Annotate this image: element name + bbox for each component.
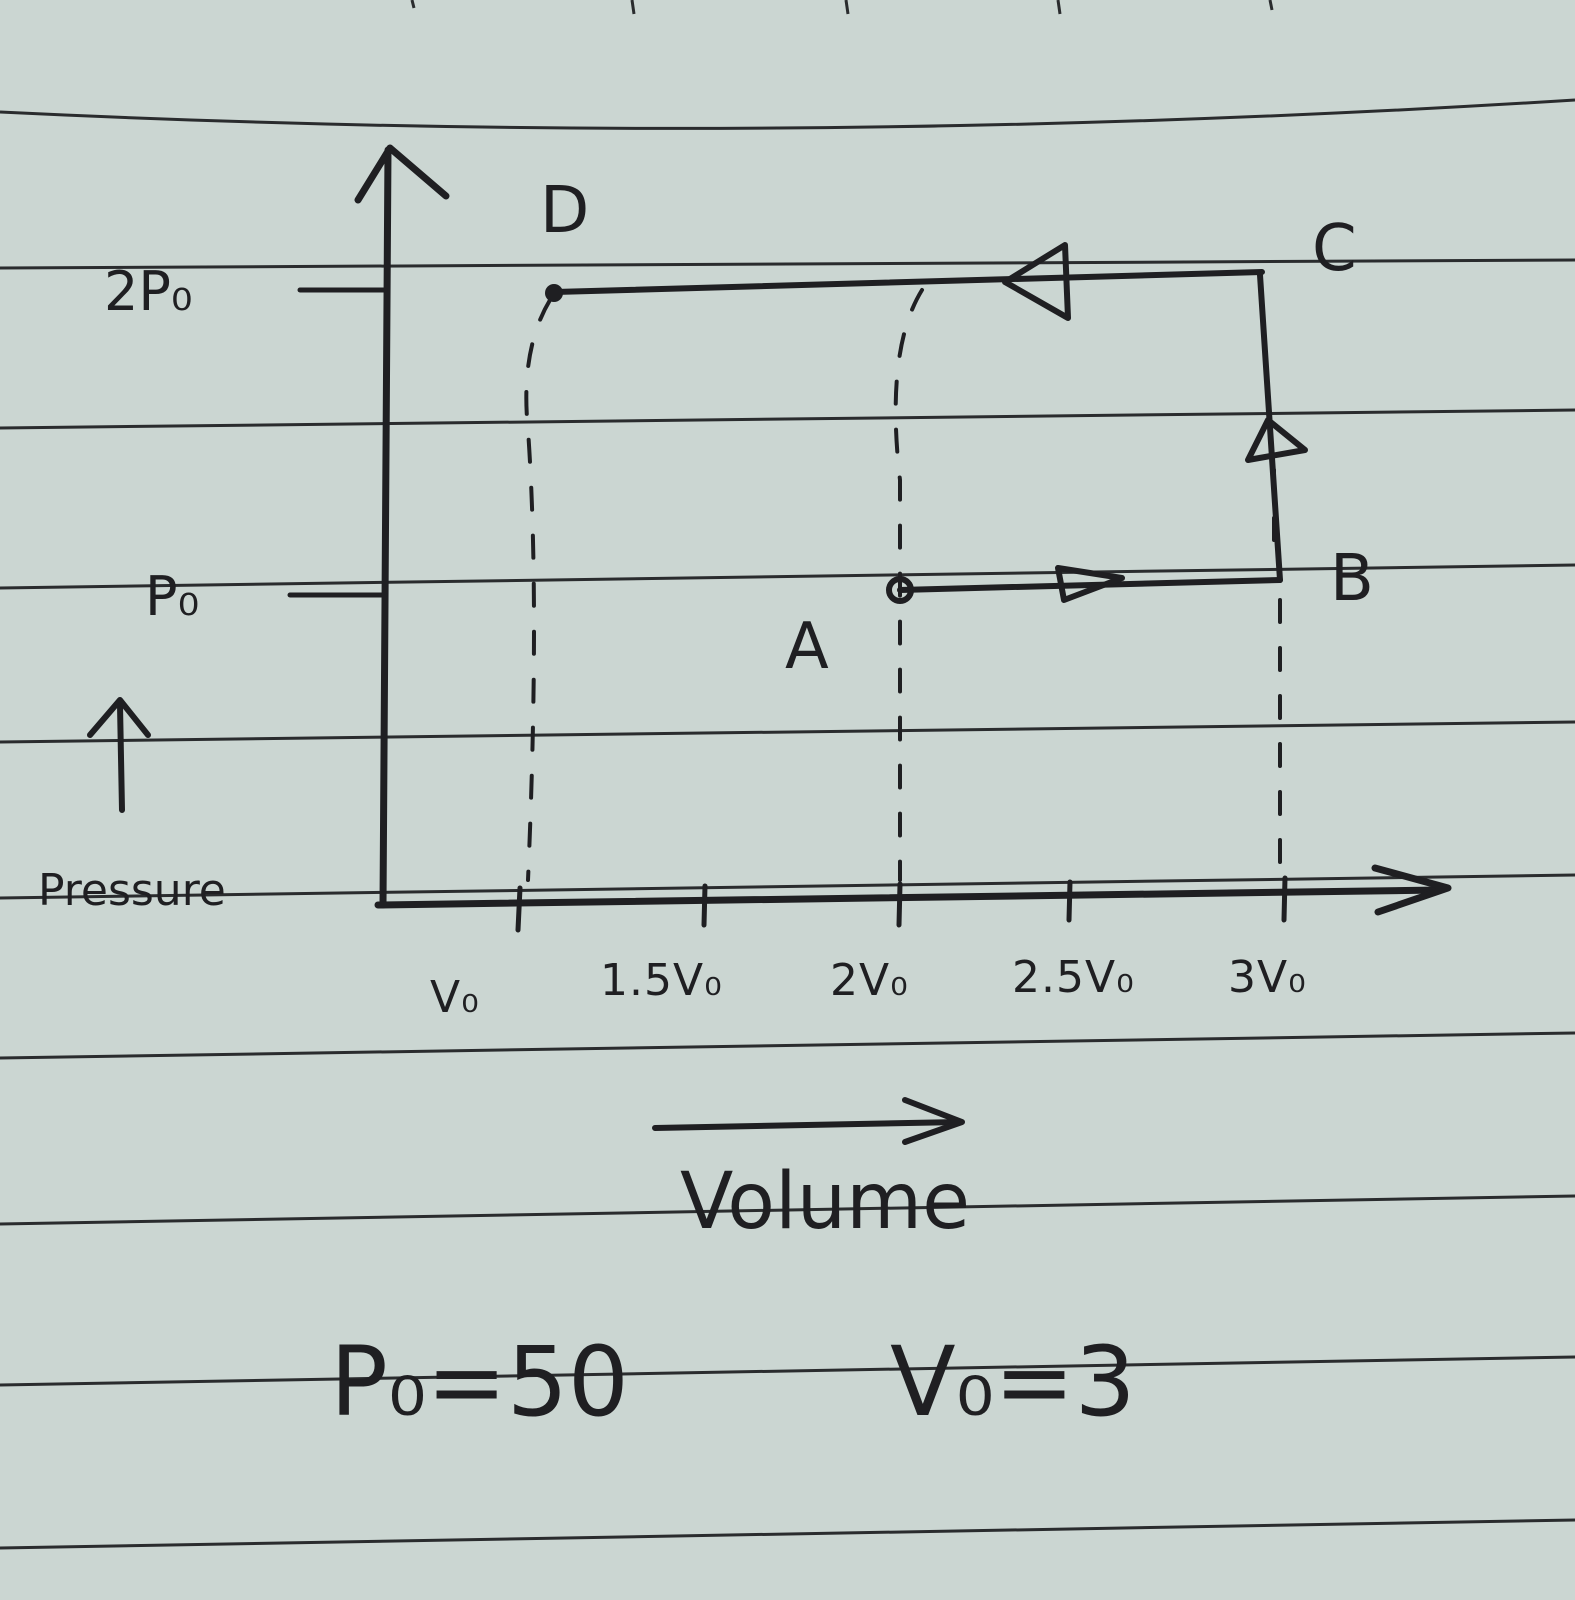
y-tick-label-2p0: 2P₀ bbox=[104, 260, 193, 323]
x-tick-1-5v0 bbox=[701, 883, 708, 928]
pressure-direction-arrow bbox=[87, 697, 151, 813]
point-label-a: A bbox=[785, 610, 829, 684]
arrow-b-to-c bbox=[1245, 417, 1308, 463]
arrow-a-to-b bbox=[1055, 565, 1125, 603]
process-c-to-d bbox=[552, 269, 1265, 295]
ruled-line bbox=[0, 1031, 1575, 1060]
process-a-to-b bbox=[897, 577, 1283, 593]
given-p0: P₀=50 bbox=[330, 1326, 629, 1438]
y-tick-label-p0: P₀ bbox=[145, 565, 199, 628]
volume-axis-arrowhead bbox=[1371, 864, 1452, 916]
x-tick-label-2-5v0: 2.5V₀ bbox=[1012, 952, 1135, 1003]
x-tick-label-1-5v0: 1.5V₀ bbox=[600, 955, 723, 1006]
arrow-c-to-d bbox=[1002, 242, 1071, 321]
ruled-line bbox=[0, 720, 1575, 744]
volume-axis-label: Volume bbox=[680, 1157, 970, 1247]
point-a-dot bbox=[886, 576, 914, 604]
volume-direction-arrow bbox=[652, 1097, 965, 1145]
x-tick-2-5v0 bbox=[1066, 879, 1073, 923]
ruled-line bbox=[0, 98, 1575, 130]
pressure-axis-arrowhead bbox=[354, 144, 450, 204]
ruled-line bbox=[0, 1194, 1575, 1226]
point-label-c: C bbox=[1312, 212, 1357, 286]
x-tick-2v0 bbox=[896, 881, 903, 928]
pressure-axis-label: Pressure bbox=[38, 865, 226, 916]
dashed-guide-v0 bbox=[524, 298, 552, 882]
ruled-line bbox=[0, 563, 1575, 590]
dashed-guide-2v0 bbox=[893, 288, 924, 882]
ruled-line bbox=[0, 408, 1575, 430]
ruled-line bbox=[0, 258, 1575, 270]
pressure-axis bbox=[379, 146, 392, 909]
x-tick-3v0 bbox=[1281, 875, 1288, 923]
x-tick-label-2v0: 2V₀ bbox=[830, 955, 909, 1006]
ruled-line bbox=[0, 873, 1575, 900]
point-label-d: D bbox=[540, 174, 589, 248]
x-tick-label-v0: V₀ bbox=[430, 972, 480, 1023]
ruled-line bbox=[0, 1355, 1575, 1387]
point-label-b: B bbox=[1330, 542, 1374, 616]
x-tick-label-3v0: 3V₀ bbox=[1228, 952, 1307, 1003]
x-tick-v0 bbox=[515, 885, 523, 933]
process-b-to-c bbox=[1257, 272, 1283, 583]
top-margin-ticks bbox=[410, 0, 1274, 15]
volume-axis bbox=[374, 886, 1444, 909]
point-d-dot bbox=[545, 284, 563, 302]
ruled-line bbox=[0, 1518, 1575, 1550]
ruled-lines bbox=[0, 98, 1575, 1550]
given-v0: V₀=3 bbox=[890, 1326, 1136, 1438]
